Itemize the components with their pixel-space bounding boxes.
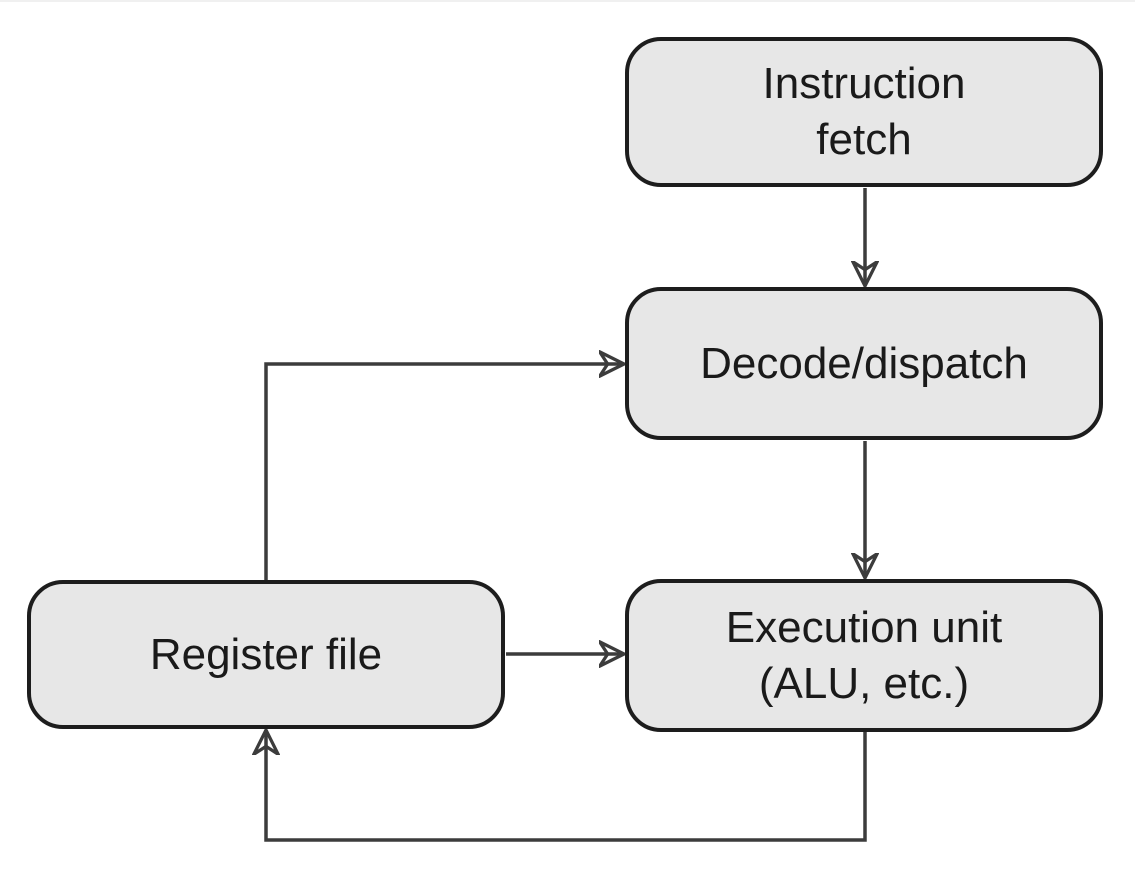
node-label-line: Instruction <box>762 59 966 108</box>
node-label-line: Execution unit <box>725 602 1003 652</box>
node-register-file: Register file <box>27 580 505 729</box>
node-execution-unit: Execution unit (ALU, etc.) <box>625 579 1103 732</box>
node-instruction-fetch: Instruction fetch <box>625 37 1103 187</box>
node-label-line: fetch <box>816 115 912 164</box>
edge-register-file-to-decode-dispatch <box>264 364 624 580</box>
node-label-line: (ALU, etc.) <box>758 658 970 708</box>
node-label-line: Decode/dispatch <box>700 338 1028 388</box>
edge-execution-unit-to-register-file <box>266 730 867 842</box>
node-label-line: Register file <box>149 629 383 679</box>
node-decode-dispatch: Decode/dispatch <box>625 287 1103 440</box>
